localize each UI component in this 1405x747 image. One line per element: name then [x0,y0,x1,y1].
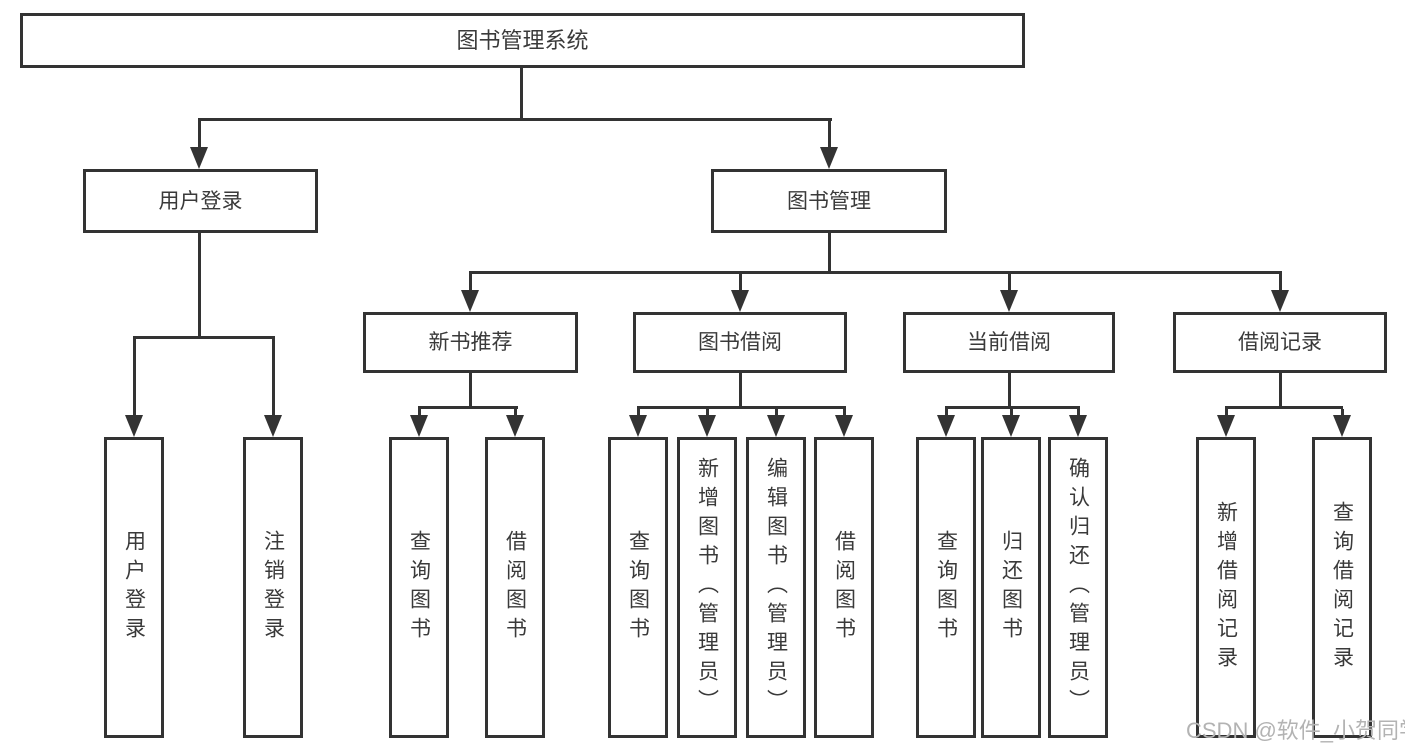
leaf-current-query-label: 查询图书 [934,529,958,646]
arrowhead-down-icon [1217,415,1235,437]
arrowhead-down-icon [1002,415,1020,437]
node-current-borrow-label: 当前借阅 [967,331,1051,354]
connector-vline [775,409,778,417]
connector-vline [520,68,523,120]
connector-vline [945,409,948,417]
connector-vline [739,274,742,292]
arrowhead-down-icon [264,415,282,437]
leaf-borrow-borrow: 借阅图书 [814,437,874,738]
arrowhead-down-icon [461,290,479,312]
connector-vline [469,373,472,408]
node-user-login: 用户登录 [83,169,318,233]
leaf-logout-label: 注销登录 [261,529,285,646]
leaf-current-confirm-admin: 确认归还（管理员） [1048,437,1108,738]
node-new-books: 新书推荐 [363,312,578,373]
connector-vline [706,409,709,417]
connector-vline [1077,409,1080,417]
connector-vline [1341,409,1344,417]
leaf-current-return-label: 归还图书 [999,529,1023,646]
node-root-label: 图书管理系统 [456,27,589,53]
leaf-current-return: 归还图书 [981,437,1041,738]
connector-vline [133,339,136,416]
arrowhead-down-icon [731,290,749,312]
arrowhead-down-icon [125,415,143,437]
connector-vline [1010,409,1013,417]
leaf-user-login: 用户登录 [104,437,164,738]
node-root-system: 图书管理系统 [20,13,1025,68]
connector-hline [945,406,1080,409]
leaf-borrow-edit-admin-label: 编辑图书（管理员） [764,457,788,718]
arrowhead-down-icon [1333,415,1351,437]
leaf-newbooks-borrow-label: 借阅图书 [503,529,527,646]
leaf-borrow-query: 查询图书 [608,437,668,738]
arrowhead-down-icon [767,415,785,437]
node-borrow-records: 借阅记录 [1173,312,1387,373]
leaf-records-query: 查询借阅记录 [1312,437,1372,738]
node-borrow-records-label: 借阅记录 [1238,331,1322,354]
arrowhead-down-icon [1000,290,1018,312]
connector-vline [739,373,742,408]
leaf-logout: 注销登录 [243,437,303,738]
leaf-borrow-edit-admin: 编辑图书（管理员） [746,437,806,738]
node-book-borrow-label: 图书借阅 [698,331,782,354]
connector-vline [418,409,421,417]
leaf-newbooks-borrow: 借阅图书 [485,437,545,738]
leaf-borrow-query-label: 查询图书 [626,529,650,646]
leaf-current-confirm-admin-label: 确认归还（管理员） [1066,457,1090,718]
connector-vline [1008,274,1011,292]
node-user-login-label: 用户登录 [158,189,243,213]
arrowhead-down-icon [1069,415,1087,437]
leaf-records-query-label: 查询借阅记录 [1330,500,1354,675]
connector-vline [843,409,846,417]
connector-vline [272,339,275,416]
connector-hline [198,118,832,121]
arrowhead-down-icon [835,415,853,437]
connector-vline [828,233,831,273]
connector-vline [198,121,201,148]
arrowhead-down-icon [1271,290,1289,312]
arrowhead-down-icon [629,415,647,437]
connector-vline [1225,409,1228,417]
leaf-borrow-borrow-label: 借阅图书 [832,529,856,646]
connector-vline [1008,373,1011,408]
leaf-user-login-label: 用户登录 [122,529,146,646]
connector-hline [469,271,1282,274]
leaf-borrow-add-admin: 新增图书（管理员） [677,437,737,738]
leaf-newbooks-query-label: 查询图书 [407,529,431,646]
node-book-management: 图书管理 [711,169,947,233]
connector-vline [514,409,517,417]
node-book-management-label: 图书管理 [787,189,871,213]
node-book-borrow: 图书借阅 [633,312,847,373]
node-current-borrow: 当前借阅 [903,312,1115,373]
csdn-watermark: CSDN @软件_小贺同学 [1186,718,1405,743]
leaf-current-query: 查询图书 [916,437,976,738]
connector-vline [828,121,831,148]
connector-hline [637,406,846,409]
node-new-books-label: 新书推荐 [428,331,513,354]
arrowhead-down-icon [698,415,716,437]
arrowhead-down-icon [506,415,524,437]
arrowhead-down-icon [410,415,428,437]
connector-vline [1279,373,1282,408]
leaf-newbooks-query: 查询图书 [389,437,449,738]
leaf-borrow-add-admin-label: 新增图书（管理员） [695,457,719,718]
connector-vline [637,409,640,417]
arrowhead-down-icon [190,147,208,169]
arrowhead-down-icon [937,415,955,437]
connector-hline [1225,406,1343,409]
connector-hline [418,406,518,409]
leaf-records-add-label: 新增借阅记录 [1214,500,1238,675]
leaf-records-add: 新增借阅记录 [1196,437,1256,738]
connector-vline [469,274,472,292]
connector-vline [1279,274,1282,292]
arrowhead-down-icon [820,147,838,169]
connector-hline [133,336,275,339]
connector-vline [198,233,201,338]
